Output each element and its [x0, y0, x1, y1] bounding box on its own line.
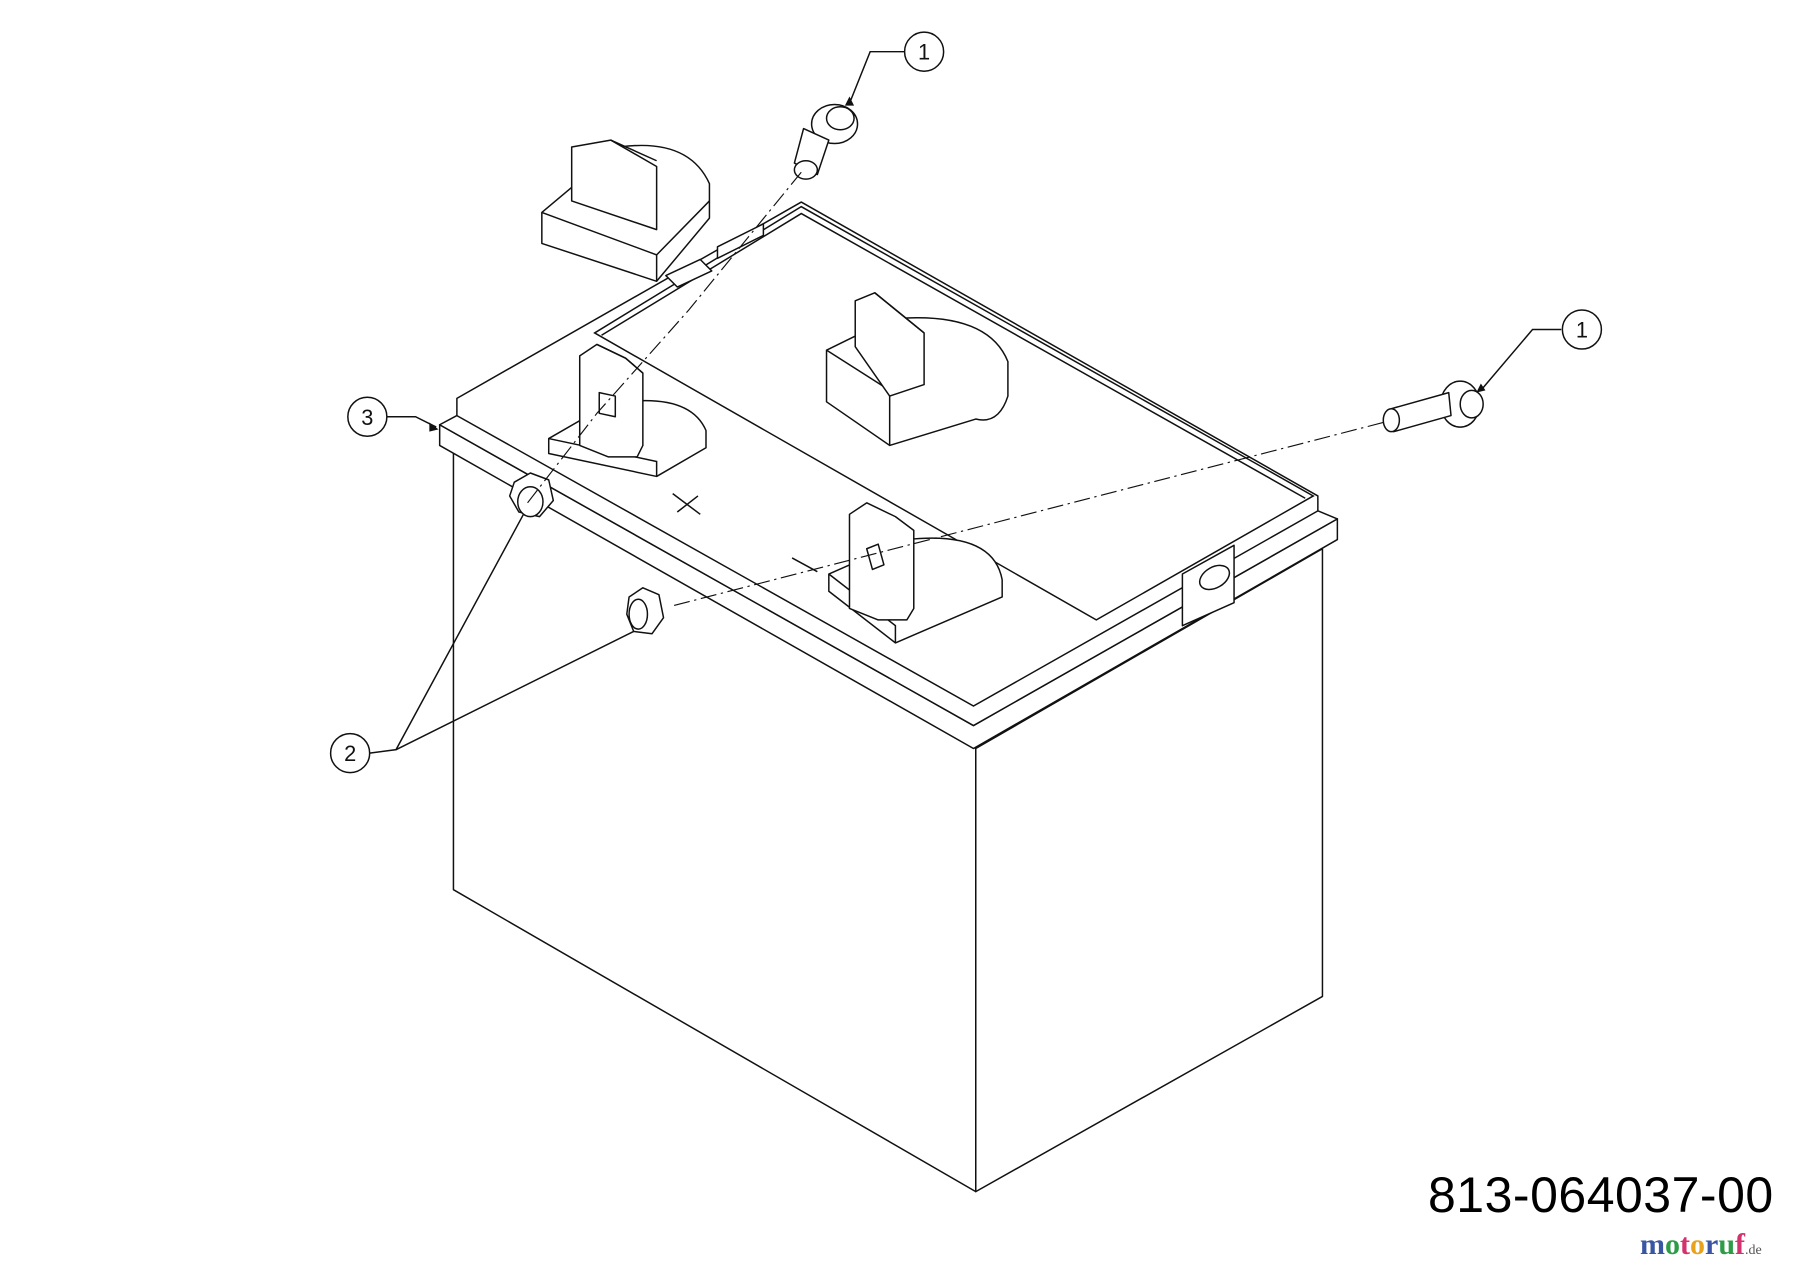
- watermark-logo: motoruf.de: [1640, 1228, 1762, 1261]
- callout-1-top: 1: [903, 31, 945, 72]
- svg-text:3: 3: [361, 405, 373, 430]
- assembly-centerline: [671, 421, 1384, 607]
- bolt-right: [1382, 380, 1484, 433]
- svg-text:2: 2: [344, 741, 356, 766]
- nut-upper: [508, 472, 555, 518]
- negative-terminal: [791, 502, 1003, 644]
- leader-lines: [369, 50, 1562, 754]
- positive-terminal: [547, 343, 707, 515]
- svg-text:1: 1: [1576, 318, 1588, 343]
- battery-body: [452, 446, 1324, 1193]
- battery-lid: [438, 201, 1339, 750]
- callout-3: 3: [347, 396, 388, 438]
- callout-2: 2: [329, 732, 371, 774]
- nut-lower: [626, 587, 665, 635]
- vent-cap-left: [541, 139, 711, 283]
- callout-1-right: 1: [1561, 309, 1603, 350]
- part-number: 813-064037-00: [1428, 1167, 1774, 1223]
- svg-text:1: 1: [918, 40, 930, 65]
- vent-cap-right: [825, 292, 1009, 447]
- assembly-centerline: [525, 171, 802, 506]
- bolt-top: [793, 103, 859, 180]
